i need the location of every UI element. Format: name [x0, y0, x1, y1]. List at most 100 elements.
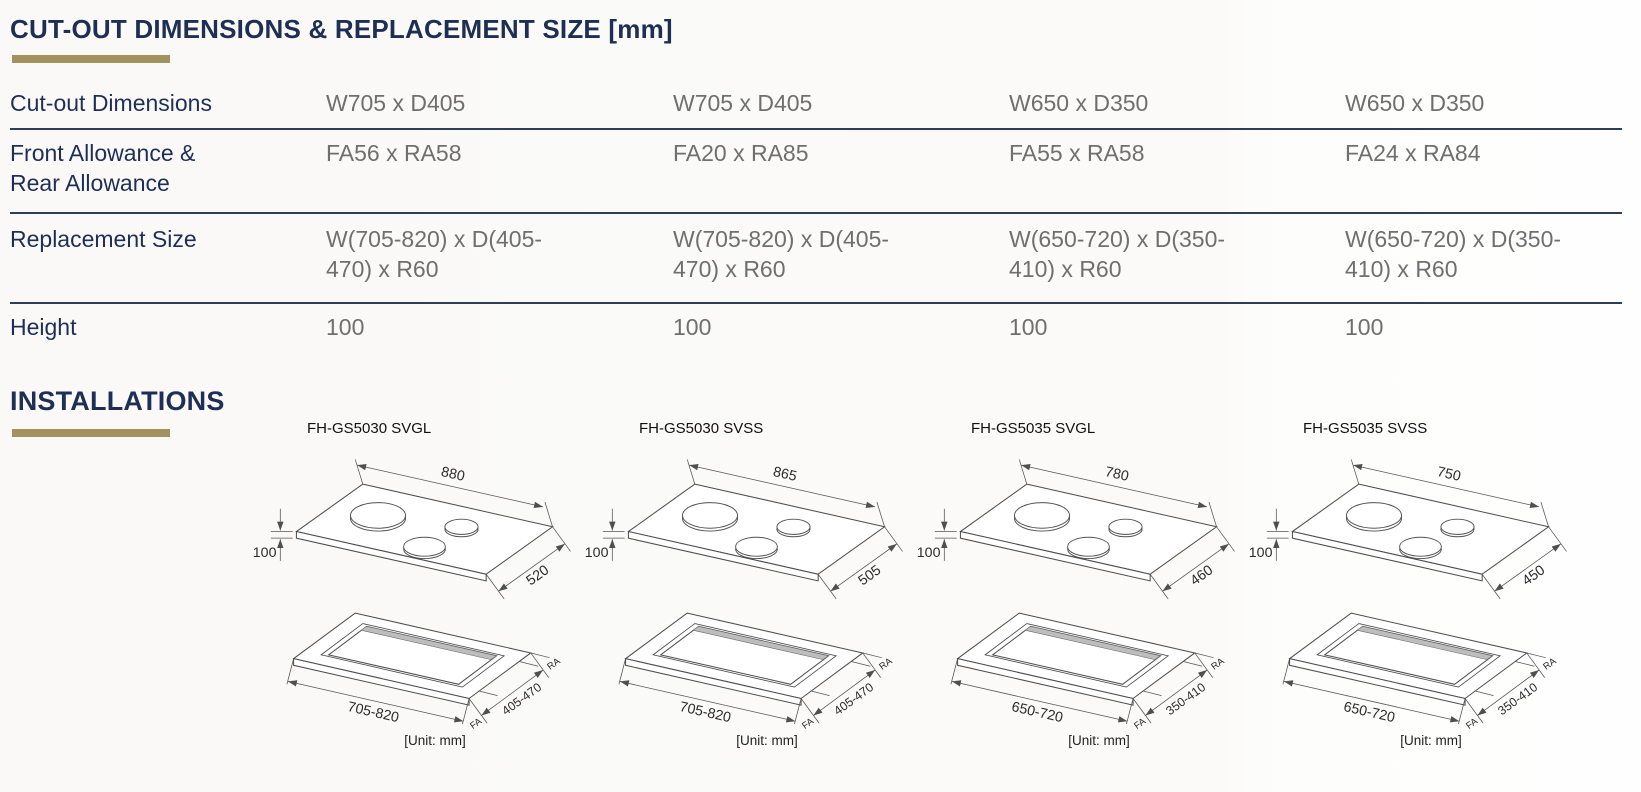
- burner-small: [444, 518, 479, 538]
- width-dimension-label: 780: [1104, 464, 1131, 485]
- countertop-cutout: [624, 612, 864, 706]
- depth-dimension: [817, 526, 903, 600]
- width-dimension-label: 750: [1436, 464, 1463, 485]
- burner-medium: [735, 536, 778, 560]
- cutout-width-label: 705-820: [346, 699, 401, 726]
- cutout-depth-dimension: [468, 652, 550, 724]
- unit-label: [Unit: mm]: [1068, 733, 1130, 748]
- rear-allowance-label: RA: [877, 655, 895, 672]
- cutout-edge-shading: [1024, 626, 1162, 660]
- table-cell: 100: [1009, 314, 1048, 340]
- row-label: Replacement Size: [10, 226, 197, 252]
- front-allowance-label: FA: [800, 716, 816, 731]
- burner-medium: [403, 536, 446, 560]
- hob-installation-drawing: 865 100 505: [585, 459, 903, 731]
- model-name: FH-GS5035 SVSS: [1303, 420, 1428, 437]
- hob-body: [959, 483, 1218, 582]
- gold-accent-bar: [12, 55, 170, 63]
- table-cell: W(650-720) x D(350-410) x R60: [1345, 226, 1562, 282]
- height-dimension: [270, 508, 293, 561]
- cutout-edge-shading: [1356, 626, 1494, 660]
- cutout-section-title: CUT-OUT DIMENSIONS & REPLACEMENT SIZE [m…: [10, 14, 673, 44]
- table-cell: 100: [1345, 314, 1384, 340]
- table-row: Height 100 100 100 100: [10, 304, 1622, 352]
- table-cell: W650 x D350: [1009, 90, 1149, 116]
- burner-small: [1440, 518, 1475, 538]
- row-label: Front Allowance & Rear Allowance: [10, 140, 196, 196]
- depth-dimension: [485, 526, 571, 600]
- depth-dimension: [1481, 526, 1567, 600]
- front-allowance-label: FA: [1132, 716, 1148, 731]
- installation-diagram: FH-GS5035 SVGL: [913, 420, 1245, 748]
- countertop-cutout: [292, 612, 532, 706]
- table-cell: W(705-820) x D(405-470) x R60: [326, 226, 543, 282]
- cutout-width-label: 705-820: [678, 699, 733, 726]
- cutout-width-dimension: [1282, 658, 1466, 725]
- cutout-edge-shading: [360, 626, 498, 660]
- height-dimension-label: 100: [253, 545, 277, 561]
- front-allowance-label: FA: [1464, 716, 1480, 731]
- height-dimension-label: 100: [917, 545, 941, 561]
- installation-diagrams: FH-GS5030 SVGL: [249, 420, 1577, 748]
- burner-medium: [1067, 536, 1110, 560]
- table-row: Cut-out Dimensions W705 x D405 W705 x D4…: [10, 80, 1622, 130]
- installation-diagram: FH-GS5035 SVSS: [1245, 420, 1577, 748]
- model-name: FH-GS5030 SVSS: [639, 420, 764, 437]
- cutout-width-label: 650-720: [1010, 699, 1065, 726]
- unit-label: [Unit: mm]: [404, 733, 466, 748]
- installation-diagram: FH-GS5030 SVGL: [249, 420, 581, 748]
- countertop-cutout: [1288, 612, 1528, 706]
- cutout-width-dimension: [286, 658, 470, 725]
- table-cell: W(705-820) x D(405-470) x R60: [673, 226, 890, 282]
- unit-label: [Unit: mm]: [736, 733, 798, 748]
- table-cell: 100: [673, 314, 712, 340]
- width-dimension-label: 880: [440, 464, 467, 485]
- hob-body: [627, 483, 886, 582]
- burner-medium: [1399, 536, 1442, 560]
- width-dimension: [686, 459, 885, 527]
- rear-allowance-label: RA: [1209, 655, 1227, 672]
- table-cell: FA20 x RA85: [673, 140, 809, 166]
- height-dimension-label: 100: [585, 545, 609, 561]
- table-row: Replacement Size W(705-820) x D(405-470)…: [10, 214, 1622, 304]
- cutout-width-label: 650-720: [1342, 699, 1397, 726]
- table-row: Front Allowance & Rear Allowance FA56 x …: [10, 130, 1622, 214]
- burner-large: [682, 502, 738, 532]
- depth-dimension: [1149, 526, 1235, 600]
- cutout-depth-dimension: [1464, 652, 1546, 724]
- hob-installation-drawing: 880 100 520: [253, 459, 571, 731]
- width-dimension-label: 865: [772, 464, 799, 485]
- table-cell: W650 x D350: [1345, 90, 1485, 116]
- burner-large: [1346, 502, 1402, 532]
- depth-dimension-label: 520: [524, 562, 553, 589]
- height-dimension: [602, 508, 625, 561]
- cutout-width-dimension: [950, 658, 1134, 725]
- hob-body: [1291, 483, 1550, 582]
- width-dimension: [1350, 459, 1549, 527]
- installation-diagram: FH-GS5030 SVSS: [581, 420, 913, 748]
- row-label: Height: [10, 314, 77, 340]
- hob-installation-drawing: 750 100 450: [1249, 459, 1567, 731]
- front-allowance-label: FA: [468, 716, 484, 731]
- table-cell: W705 x D405: [326, 90, 466, 116]
- burner-small: [776, 518, 811, 538]
- hob-installation-drawing: 780 100 460: [917, 459, 1235, 731]
- cutout-edge-shading: [692, 626, 830, 660]
- hob-body: [295, 483, 554, 582]
- model-name: FH-GS5035 SVGL: [971, 420, 1096, 437]
- table-cell: FA56 x RA58: [326, 140, 462, 166]
- width-dimension: [354, 459, 553, 527]
- cutout-width-dimension: [618, 658, 802, 725]
- depth-dimension-label: 505: [856, 562, 885, 589]
- row-label: Cut-out Dimensions: [10, 90, 212, 116]
- cutout-depth-dimension: [800, 652, 882, 724]
- unit-label: [Unit: mm]: [1400, 733, 1462, 748]
- height-dimension: [934, 508, 957, 561]
- depth-dimension-label: 460: [1188, 562, 1217, 589]
- rear-allowance-label: RA: [545, 655, 563, 672]
- rear-allowance-label: RA: [1541, 655, 1559, 672]
- table-cell: W(650-720) x D(350-410) x R60: [1009, 226, 1226, 282]
- model-name: FH-GS5030 SVGL: [307, 420, 432, 437]
- height-dimension-label: 100: [1249, 545, 1273, 561]
